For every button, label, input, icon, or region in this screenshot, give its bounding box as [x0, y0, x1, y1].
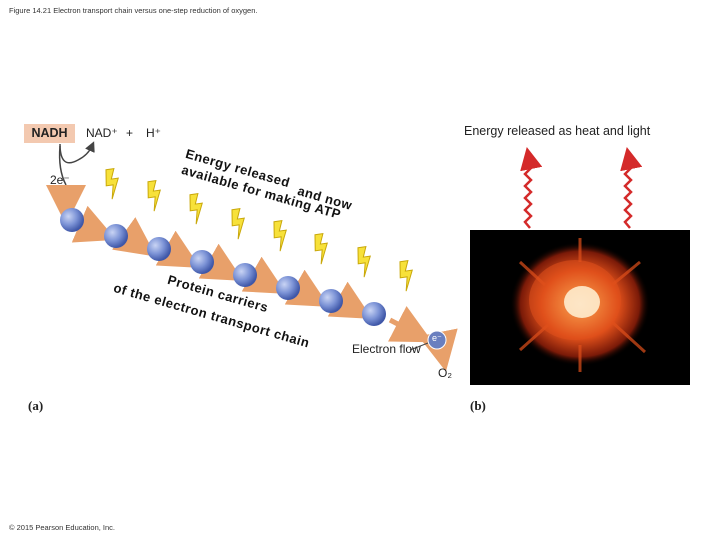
- carrier-sphere-icon: [362, 302, 386, 326]
- heat-arrow-icon: [520, 146, 543, 229]
- heat-light-label: Energy released as heat and light: [464, 124, 651, 138]
- carrier-sphere-icon: [147, 237, 171, 261]
- carrier-sphere-icon: [60, 208, 84, 232]
- panel-b-label: (b): [470, 398, 486, 413]
- plus-sign: +: [126, 126, 134, 140]
- carrier-spheres: [60, 208, 386, 326]
- electron-badge-label: e⁻: [432, 333, 442, 343]
- oxygen-label: O₂: [438, 366, 452, 380]
- electron-badge-icon: [427, 330, 447, 350]
- energy-bolt-icon: [357, 246, 371, 278]
- electron-release-arrow: [58, 145, 67, 186]
- energy-bolt-icon: [189, 193, 203, 225]
- curved-arrow-icon: [59, 141, 95, 164]
- figure-caption: Figure 14.21 Electron transport chain ve…: [9, 6, 258, 15]
- fire-burst: [510, 238, 650, 372]
- carrier-sphere-icon: [104, 224, 128, 248]
- electron-flow-label: Electron flow: [352, 342, 421, 356]
- energy-bolt-icon: [399, 260, 413, 292]
- electron-flow-arrows: [46, 185, 458, 372]
- energy-bolt-icon: [147, 180, 161, 212]
- heat-arrow-icon: [620, 146, 643, 229]
- nadh-label: NADH: [24, 124, 75, 143]
- electrons-label: 2e⁻: [50, 173, 70, 187]
- electron-flow-pointer: [409, 342, 429, 351]
- energy-bolt-icon: [314, 233, 328, 265]
- energy-bolt-icon: [273, 220, 287, 252]
- heat-arrows: [520, 146, 643, 229]
- panel-a-label: (a): [28, 398, 44, 413]
- energy-bolts: [105, 168, 413, 292]
- carrier-sphere-icon: [190, 250, 214, 274]
- copyright-notice: © 2015 Pearson Education, Inc.: [9, 523, 116, 532]
- carrier-sphere-icon: [233, 263, 257, 287]
- h-plus-label: H⁺: [146, 126, 161, 140]
- carrier-sphere-icon: [276, 276, 300, 300]
- energy-bolt-icon: [231, 208, 245, 240]
- energy-bolt-icon: [105, 168, 119, 200]
- nad-plus-label: NAD⁺: [86, 126, 118, 140]
- carrier-sphere-icon: [319, 289, 343, 313]
